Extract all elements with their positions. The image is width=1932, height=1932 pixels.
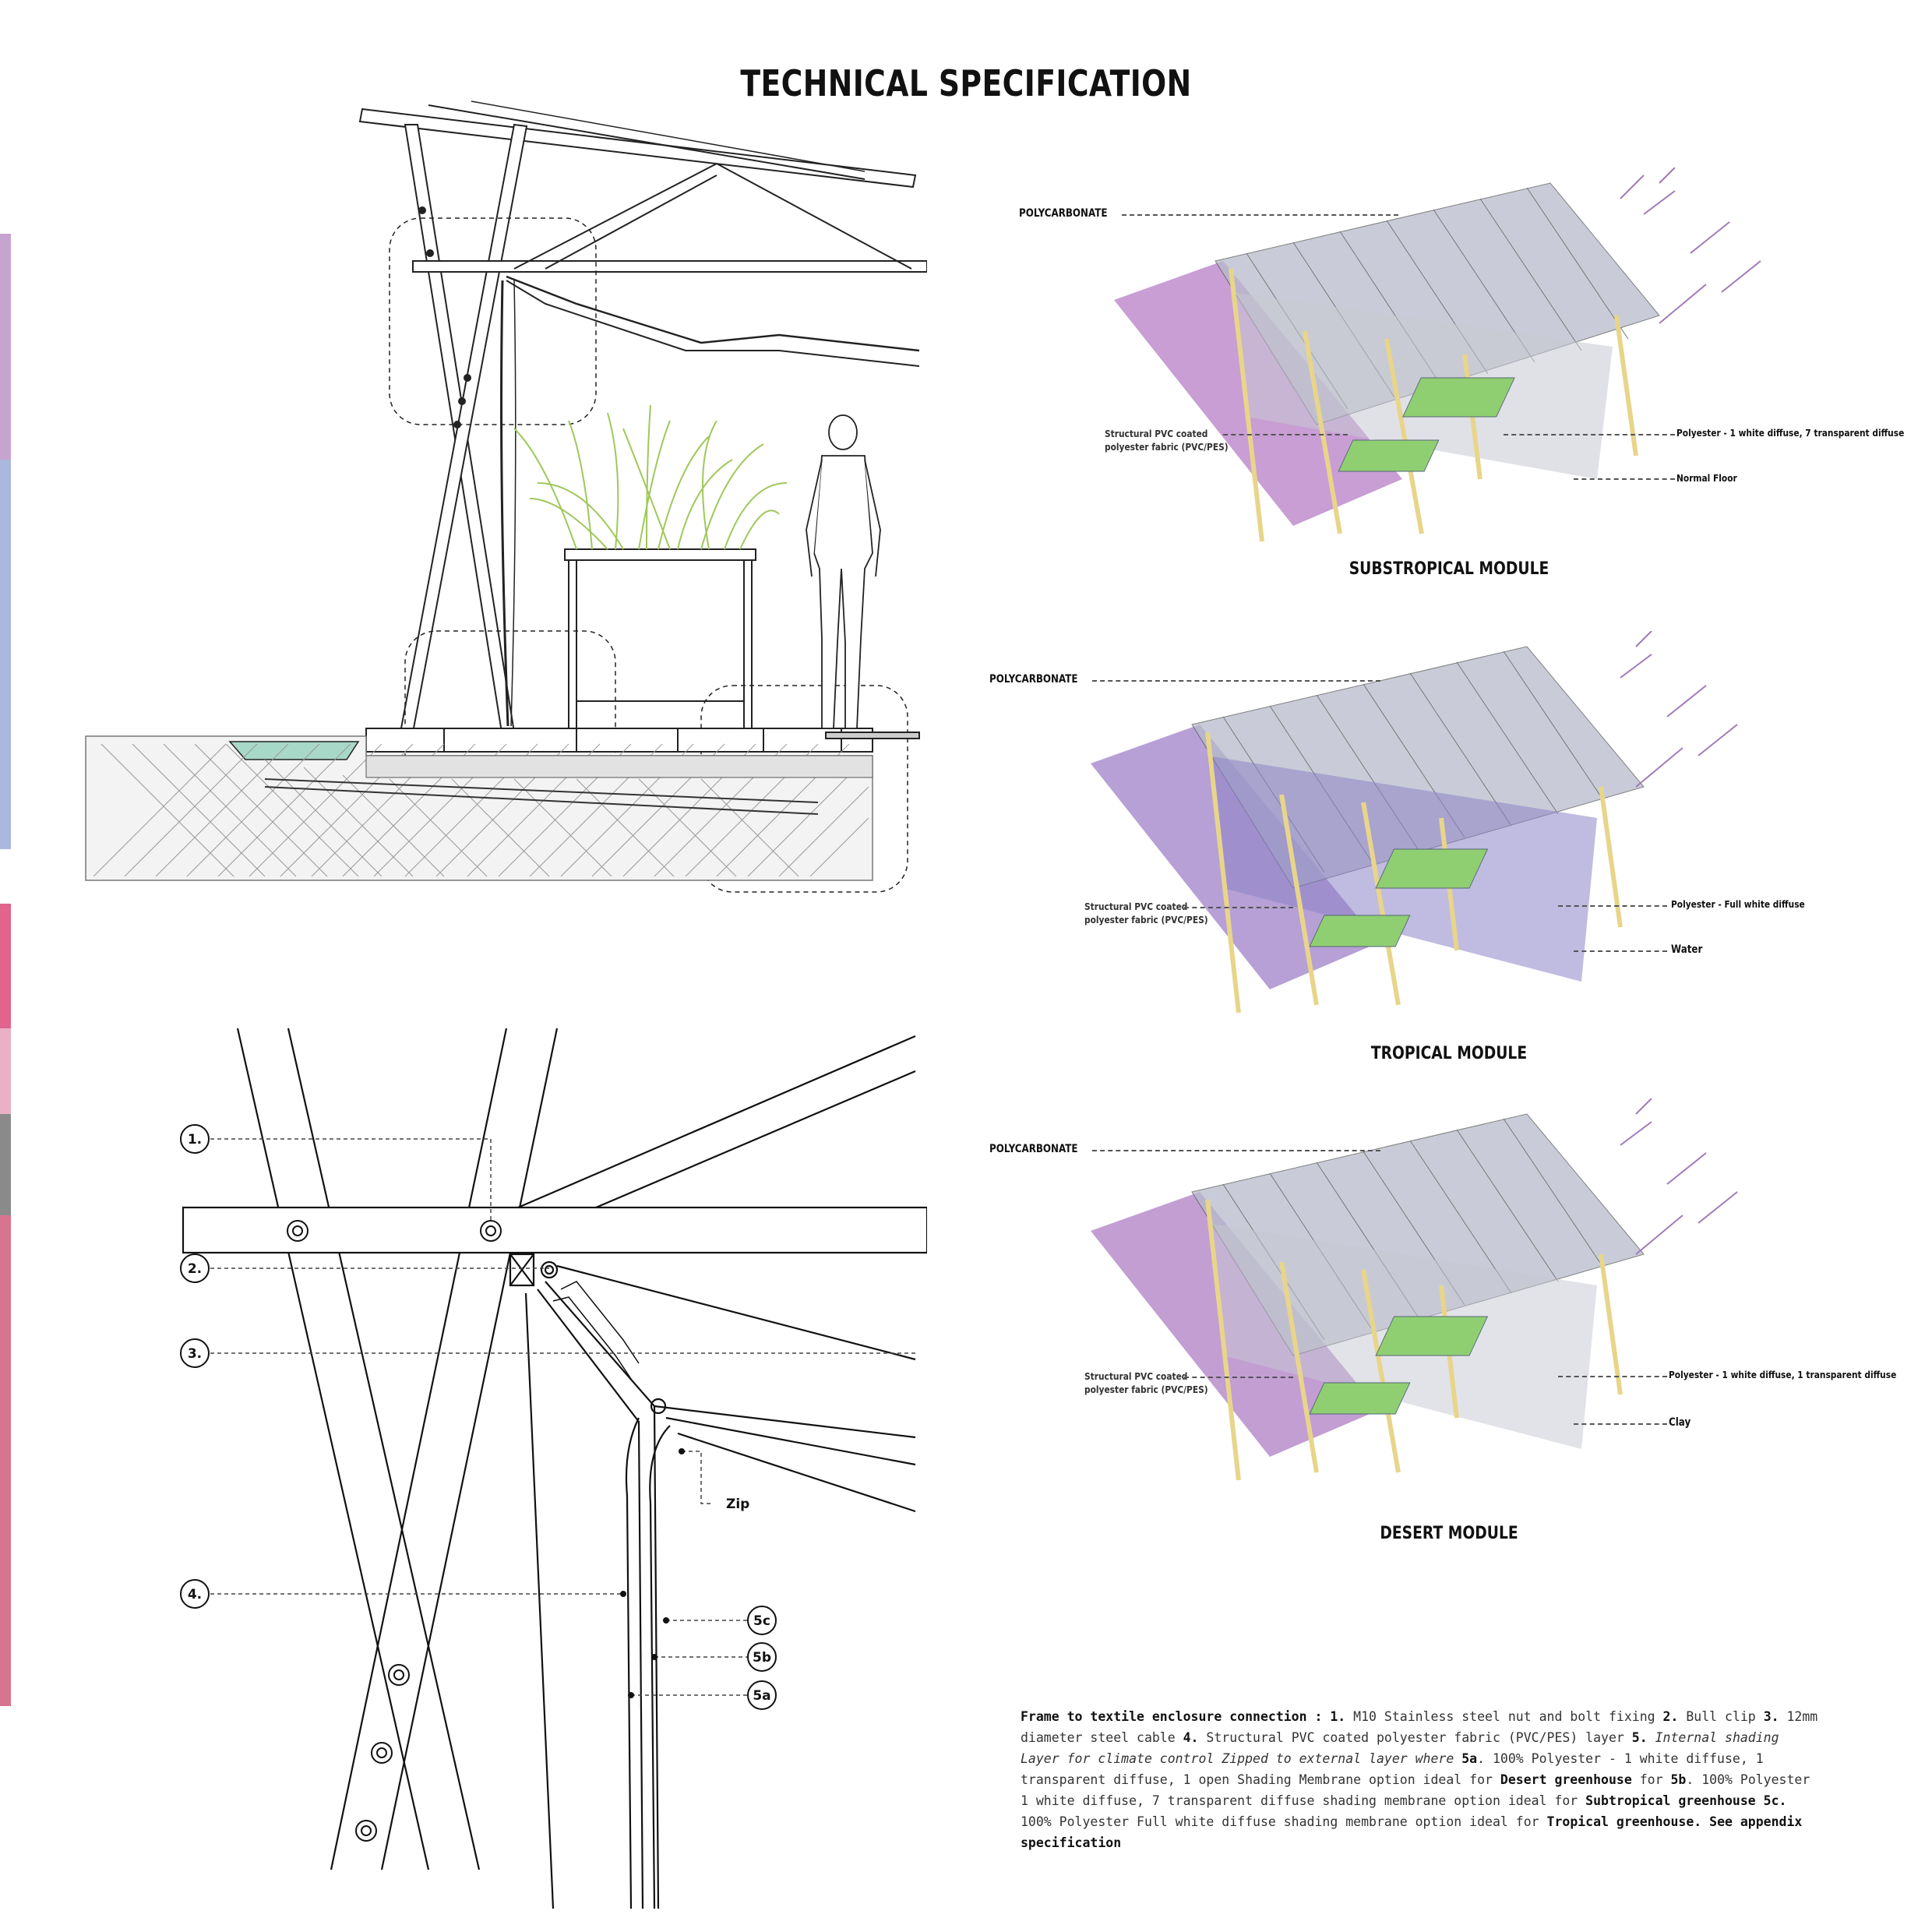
side-strip-pink bbox=[0, 904, 11, 1028]
diagonal-member-b bbox=[330, 1028, 508, 1870]
side-strip-light-pink bbox=[0, 1028, 11, 1114]
desc-t2: Bull clip bbox=[1678, 1709, 1764, 1724]
leader-floor-subtropical bbox=[1574, 478, 1675, 480]
desc-n5c: 5c. bbox=[1755, 1793, 1787, 1808]
floor-label-desert: Clay bbox=[1669, 1416, 1691, 1429]
callout-3: 3. bbox=[188, 1346, 202, 1362]
secondary-beam bbox=[412, 260, 927, 273]
fabric-label-tropical-2: polyester fabric (PVC/PES) bbox=[1084, 914, 1208, 925]
membrane-label-desert: Polyester - 1 white diffuse, 1 transpare… bbox=[1669, 1369, 1897, 1380]
desc-heading: Frame to textile enclosure connection : bbox=[1021, 1709, 1331, 1724]
desc-for: for bbox=[1631, 1772, 1671, 1787]
leader-floor-tropical bbox=[1574, 950, 1667, 952]
desc-t5c: 100% Polyester Full white diffuse shadin… bbox=[1021, 1814, 1547, 1829]
module-title-subtropical: SUBSTROPICAL MODULE bbox=[1349, 559, 1549, 579]
human-figure bbox=[806, 414, 881, 729]
fabric-label-subtropical-2: polyester fabric (PVC/PES) bbox=[1105, 441, 1229, 453]
floor-label-tropical: Water bbox=[1671, 943, 1703, 956]
desc-desert: Desert greenhouse bbox=[1500, 1772, 1632, 1787]
fabric-label-desert-1: Structural PVC coated bbox=[1084, 1370, 1188, 1382]
roof-label-desert: POLYCARBONATE bbox=[989, 1143, 1078, 1155]
leader-membrane-subtropical bbox=[1504, 434, 1675, 435]
roof-beam bbox=[358, 108, 917, 189]
desc-n5b: 5b bbox=[1670, 1772, 1687, 1787]
fabric-label-desert-2: polyester fabric (PVC/PES) bbox=[1084, 1384, 1208, 1395]
desc-n4: 4. bbox=[1183, 1730, 1199, 1745]
callout-2: 2. bbox=[188, 1261, 202, 1277]
module-illustration-tropical bbox=[1091, 631, 1738, 1014]
side-strip-blue bbox=[0, 460, 11, 849]
desc-n5: 5. bbox=[1631, 1730, 1648, 1745]
diagonal-member-a bbox=[236, 1028, 430, 1870]
desc-t5: Internal shading Layer for climate contr… bbox=[1021, 1730, 1779, 1766]
leader-fabric-desert bbox=[1184, 1377, 1293, 1378]
callout-5a: 5a bbox=[753, 1688, 770, 1704]
membrane-label-subtropical: Polyester - 1 white diffuse, 7 transpare… bbox=[1676, 427, 1905, 439]
floor-label-subtropical: Normal Floor bbox=[1676, 472, 1737, 484]
desc-tropical: Tropical greenhouse. bbox=[1546, 1814, 1702, 1829]
leader-membrane-tropical bbox=[1558, 905, 1667, 907]
leader-roof-desert bbox=[1092, 1150, 1380, 1151]
module-title-tropical: TROPICAL MODULE bbox=[1370, 1044, 1528, 1063]
desc-t3: 12mm diameter steel cable bbox=[1021, 1709, 1818, 1745]
roof-label-tropical: POLYCARBONATE bbox=[989, 673, 1078, 686]
page-title: TECHNICAL SPECIFICATION bbox=[740, 62, 1192, 104]
leader-floor-desert bbox=[1574, 1423, 1667, 1425]
desc-n1: 1. bbox=[1330, 1709, 1346, 1724]
callout-5b: 5b bbox=[753, 1650, 771, 1666]
callout-4: 4. bbox=[188, 1587, 202, 1602]
desc-n2: 2. bbox=[1662, 1709, 1679, 1724]
section-drawing bbox=[85, 100, 927, 893]
leader-fabric-subtropical bbox=[1223, 434, 1348, 435]
desc-subtropical: Subtropical greenhouse bbox=[1585, 1793, 1756, 1808]
connection-detail-drawing: 1. 2. 3. 4. 5c 5b 5a Zip bbox=[180, 1028, 927, 1909]
leader-membrane-desert bbox=[1558, 1376, 1667, 1377]
membrane-label-tropical: Polyester - Full white diffuse bbox=[1671, 898, 1805, 910]
connection-description: Frame to textile enclosure connection : … bbox=[1021, 1706, 1823, 1853]
zip-label: Zip bbox=[726, 1497, 749, 1512]
callout-1: 1. bbox=[188, 1132, 202, 1148]
fabric-label-tropical-1: Structural PVC coated bbox=[1084, 901, 1188, 912]
leader-roof-subtropical bbox=[1122, 214, 1398, 216]
callout-5c: 5c bbox=[753, 1613, 770, 1629]
module-illustration-desert bbox=[1091, 1098, 1738, 1481]
desc-t5b: . 100% Polyester 1 white diffuse, 7 tran… bbox=[1021, 1772, 1810, 1808]
side-strip-purple bbox=[0, 234, 11, 460]
desc-t4: Structural PVC coated polyester fabric (… bbox=[1198, 1730, 1632, 1745]
module-title-desert: DESERT MODULE bbox=[1380, 1524, 1518, 1543]
desc-n5a: 5a bbox=[1461, 1751, 1478, 1766]
desc-t5a: . 100% Polyester - 1 white diffuse, 1 tr… bbox=[1021, 1751, 1764, 1787]
fabric-label-subtropical-1: Structural PVC coated bbox=[1105, 428, 1208, 439]
desc-n3: 3. bbox=[1763, 1709, 1779, 1724]
roof-label-subtropical: POLYCARBONATE bbox=[1019, 207, 1108, 220]
leader-fabric-tropical bbox=[1184, 907, 1293, 908]
planter-table bbox=[564, 548, 756, 561]
desc-appendix: See appendix specification bbox=[1021, 1814, 1803, 1850]
module-illustration-subtropical bbox=[1114, 167, 1761, 542]
side-strip-grey bbox=[0, 1114, 11, 1215]
water-channel bbox=[228, 741, 360, 760]
leader-roof-tropical bbox=[1092, 680, 1380, 682]
desc-t1: M10 Stainless steel nut and bolt fixing bbox=[1345, 1709, 1663, 1724]
side-strip-rose bbox=[0, 1215, 11, 1706]
planter-plants bbox=[513, 404, 788, 550]
